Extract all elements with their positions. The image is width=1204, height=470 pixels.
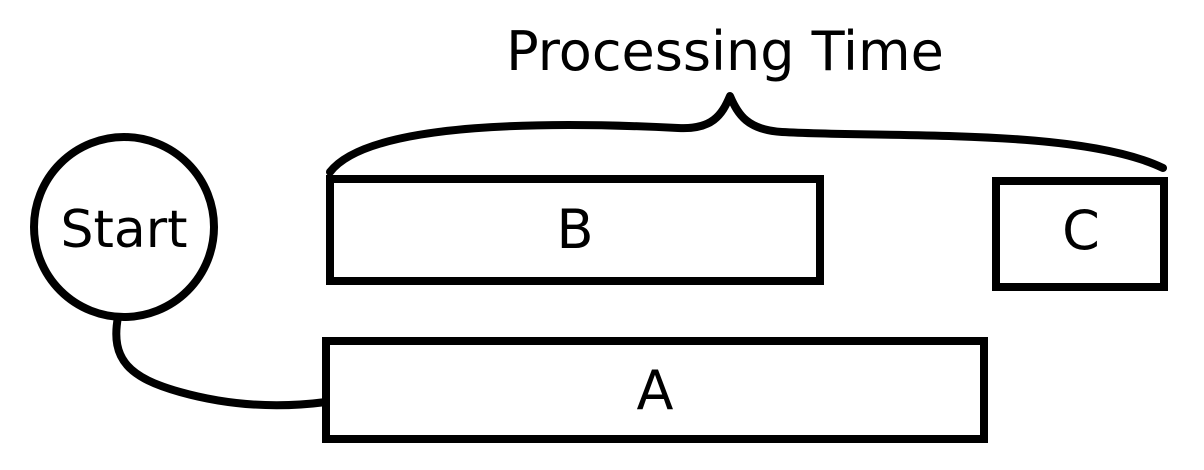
task-a-label: A bbox=[637, 359, 674, 422]
start-node bbox=[30, 133, 218, 321]
processing-time-label: Processing Time bbox=[506, 20, 944, 83]
task-c-label: C bbox=[1062, 199, 1100, 262]
task-b-label: B bbox=[556, 198, 593, 261]
processing-time-brace bbox=[326, 92, 1167, 176]
task-box-c bbox=[992, 177, 1168, 291]
start-label: Start bbox=[60, 200, 187, 260]
task-box-b bbox=[326, 175, 824, 285]
task-box-a bbox=[322, 337, 988, 443]
start-to-a-connector bbox=[112, 313, 330, 410]
